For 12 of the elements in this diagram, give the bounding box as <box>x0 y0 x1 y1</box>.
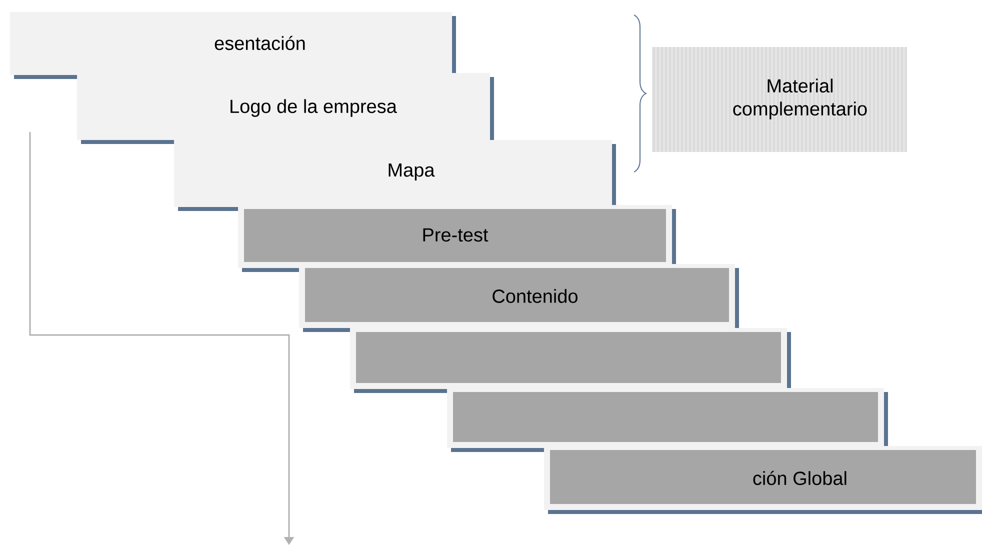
step-box: Pre-test <box>238 205 676 272</box>
node-label: ción Global <box>753 470 846 486</box>
step-box <box>447 388 888 452</box>
step-box: Logo de la empresa <box>77 73 494 144</box>
note-box: Material complementario <box>652 46 907 152</box>
step-box <box>350 328 791 393</box>
step-box: esentación <box>10 12 456 79</box>
node-label: Contenido <box>492 289 578 303</box>
step-box: Mapa <box>174 140 616 211</box>
node-label: Mapa <box>388 163 435 180</box>
step-box: ción Global <box>544 446 982 514</box>
step-box: Contenido <box>299 264 739 332</box>
